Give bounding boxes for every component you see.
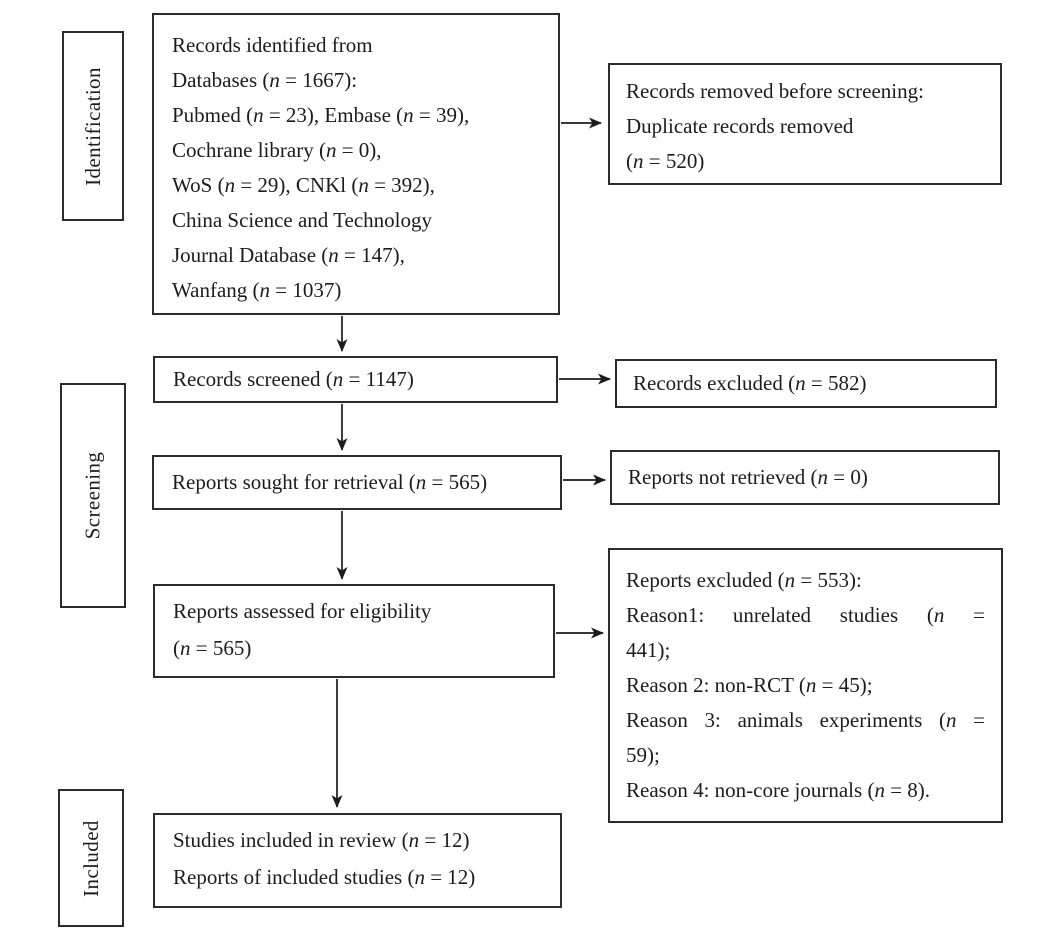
stage-label-identification: Identification [80, 66, 105, 186]
box-text-line: Reason 2: non-RCT (n = 45); [626, 673, 873, 697]
stage-label-screening: Screening [80, 451, 105, 540]
stage-box-identification: Identification [62, 31, 124, 221]
box-text-line: Duplicate records removed [626, 114, 854, 138]
box-text-line: Journal Database (n = 147), [172, 243, 405, 267]
box-text-line: Records identified from [172, 33, 373, 57]
studies-included-box: Studies included in review (n = 12) Repo… [153, 813, 562, 908]
box-text-line: Reports sought for retrieval (n = 565) [172, 470, 488, 494]
records-removed-box: Records removed before screening: Duplic… [608, 63, 1002, 185]
reports-not-retrieved-box: Reports not retrieved (n = 0) [610, 450, 1000, 505]
box-text-line: Databases (n = 1667): [172, 68, 358, 92]
box-text-line: Wanfang (n = 1037) [172, 278, 342, 302]
box-text-line: Reports assessed for eligibility [173, 599, 432, 623]
box-text-line: Studies included in review (n = 12) [173, 828, 470, 852]
box-text-line: Pubmed (n = 23), Embase (n = 39), [172, 103, 470, 127]
records-screened-box: Records screened (n = 1147) [153, 356, 558, 403]
box-text-line: Records removed before screening: [626, 79, 924, 103]
box-text-line: 441); [626, 638, 671, 662]
stage-box-included: Included [58, 789, 124, 927]
box-text-line: Records excluded (n = 582) [633, 371, 867, 395]
records-excluded-box: Records excluded (n = 582) [615, 359, 997, 408]
box-text-line: WoS (n = 29), CNKl (n = 392), [172, 173, 435, 197]
stage-label-included: Included [78, 819, 103, 897]
box-text-line: Cochrane library (n = 0), [172, 138, 382, 162]
box-text-line: Reports not retrieved (n = 0) [628, 465, 868, 489]
box-text-line: Reason 4: non-core journals (n = 8). [626, 778, 931, 802]
reports-sought-box: Reports sought for retrieval (n = 565) [152, 455, 562, 510]
box-text-line: (n = 565) [173, 636, 252, 660]
box-text-line: 59); [626, 743, 660, 767]
records-identified-box: Records identified from Databases (n = 1… [152, 13, 560, 315]
box-text-line: Records screened (n = 1147) [173, 367, 414, 391]
stage-box-screening: Screening [60, 383, 126, 608]
box-text-line: China Science and Technology [172, 208, 432, 232]
box-text-line: (n = 520) [626, 149, 705, 173]
box-text-line: Reports excluded (n = 553): [626, 568, 862, 592]
reports-excluded-box: Reports excluded (n = 553): Reason1:unre… [608, 548, 1003, 823]
box-text-line: Reports of included studies (n = 12) [173, 865, 476, 889]
reports-assessed-box: Reports assessed for eligibility (n = 56… [153, 584, 555, 678]
